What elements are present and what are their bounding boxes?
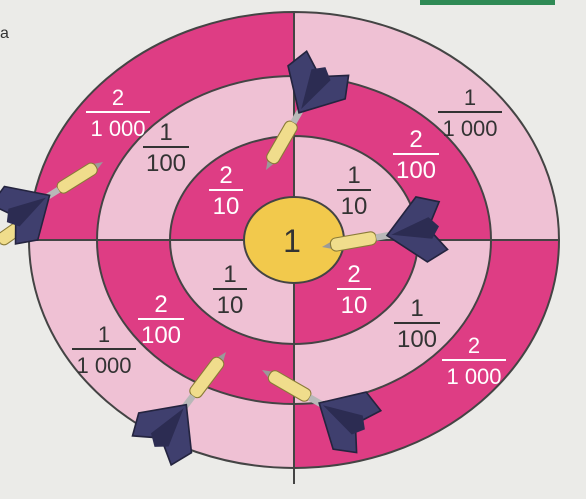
fraction-denominator: 1 000 [442, 116, 497, 141]
fraction-denominator: 10 [341, 193, 368, 220]
fraction-numerator: 1 [464, 85, 476, 110]
fraction-numerator: 2 [347, 261, 360, 288]
fraction-denominator: 1 000 [76, 353, 131, 378]
fraction-numerator: 1 [347, 162, 360, 189]
fraction-denominator: 100 [146, 150, 186, 177]
fraction-numerator: 2 [154, 291, 167, 318]
fraction-denominator: 1 000 [90, 116, 145, 141]
fraction-denominator: 100 [396, 157, 436, 184]
fraction-numerator: 2 [112, 85, 124, 110]
corner-mark: a [0, 25, 9, 42]
fraction-denominator: 10 [341, 292, 368, 319]
fraction-numerator: 1 [410, 295, 423, 322]
fraction-numerator: 2 [468, 333, 480, 358]
fraction-numerator: 1 [159, 119, 172, 146]
fraction-denominator: 100 [141, 322, 181, 349]
fraction-denominator: 100 [397, 326, 437, 353]
fraction-numerator: 2 [409, 126, 422, 153]
fraction-numerator: 1 [223, 261, 236, 288]
fraction-numerator: 2 [219, 162, 232, 189]
bullseye-label: 1 [283, 223, 301, 259]
fraction-denominator: 1 000 [446, 364, 501, 389]
fraction-denominator: 10 [217, 292, 244, 319]
top-strip [420, 0, 555, 5]
fraction-numerator: 1 [98, 322, 110, 347]
fraction-denominator: 10 [213, 193, 240, 220]
